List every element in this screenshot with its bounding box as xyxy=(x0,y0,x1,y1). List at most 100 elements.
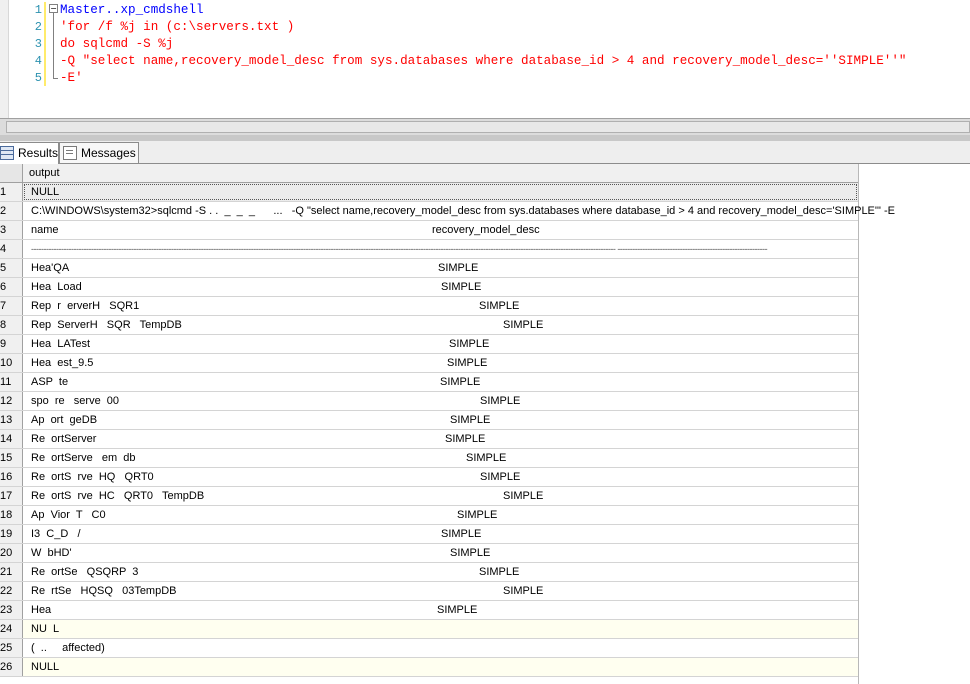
output-cell[interactable]: ( .. affected) xyxy=(23,639,858,657)
output-cell[interactable]: I3 C_D /SIMPLE xyxy=(23,525,858,543)
collapse-icon[interactable]: − xyxy=(49,4,58,13)
row-number[interactable]: 19 xyxy=(0,525,23,543)
row-number[interactable]: 10 xyxy=(0,354,23,372)
row-number[interactable]: 6 xyxy=(0,278,23,296)
code-line-2[interactable]: 'for /f %j in (c:\servers.txt ) xyxy=(60,20,295,34)
row-number[interactable]: 9 xyxy=(0,335,23,353)
output-cell[interactable]: NULL xyxy=(23,658,858,676)
row-number[interactable]: 20 xyxy=(0,544,23,562)
row-number[interactable]: 5 xyxy=(0,259,23,277)
row-number[interactable]: 4 xyxy=(0,240,23,258)
code-line-5[interactable]: -E' xyxy=(60,71,83,85)
tab-messages[interactable]: Messages xyxy=(59,142,139,163)
row-number[interactable]: 11 xyxy=(0,373,23,391)
table-row[interactable]: 4---------------------------------------… xyxy=(0,240,858,259)
tab-results-label: Results xyxy=(18,146,59,160)
code-line-3[interactable]: do sqlcmd -S %j xyxy=(60,37,174,51)
column-header-output[interactable]: output xyxy=(29,167,60,179)
query-editor[interactable]: 1 2 3 4 5 − Master..xp_cmdshell 'for /f … xyxy=(0,0,970,118)
row-number[interactable]: 3 xyxy=(0,221,23,239)
row-number[interactable]: 1 xyxy=(0,183,23,201)
output-cell[interactable]: ----------------------------------------… xyxy=(23,240,858,258)
grid-corner[interactable] xyxy=(0,164,23,182)
row-number[interactable]: 13 xyxy=(0,411,23,429)
row-number[interactable]: 15 xyxy=(0,449,23,467)
code-line-4[interactable]: -Q "select name,recovery_model_desc from… xyxy=(60,54,907,68)
row-number[interactable]: 18 xyxy=(0,506,23,524)
row-number[interactable]: 24 xyxy=(0,620,23,638)
cell-text: Hea Load xyxy=(31,281,82,293)
code-line-1[interactable]: Master..xp_cmdshell xyxy=(60,3,204,17)
row-number[interactable]: 14 xyxy=(0,430,23,448)
cell-recovery-model: SIMPLE xyxy=(503,319,544,331)
row-number[interactable]: 12 xyxy=(0,392,23,410)
grid-icon xyxy=(0,145,14,160)
table-row[interactable]: 25( .. affected) xyxy=(0,639,858,658)
cell-text: ASP te xyxy=(31,376,69,388)
output-cell[interactable]: C:\WINDOWS\system32>sqlcmd -S . . _ _ _ … xyxy=(23,202,895,220)
tab-results[interactable]: Results xyxy=(0,142,59,164)
output-cell[interactable]: NU L xyxy=(23,620,858,638)
row-number[interactable]: 7 xyxy=(0,297,23,315)
cell-text: spo re serve 00 xyxy=(31,395,120,407)
row-number[interactable]: 17 xyxy=(0,487,23,505)
cell-recovery-model: SIMPLE xyxy=(441,528,482,540)
row-number[interactable]: 26 xyxy=(0,658,23,676)
editor-horizontal-scrollbar[interactable] xyxy=(0,118,970,135)
cell-recovery-model: SIMPLE xyxy=(450,547,491,559)
row-number[interactable]: 21 xyxy=(0,563,23,581)
scrollbar-thumb[interactable] xyxy=(6,121,970,133)
row-number[interactable]: 25 xyxy=(0,639,23,657)
row-number[interactable]: 2 xyxy=(0,202,23,220)
output-cell[interactable]: W bHD'SIMPLE xyxy=(23,544,858,562)
row-number[interactable]: 22 xyxy=(0,582,23,600)
row-number[interactable]: 23 xyxy=(0,601,23,619)
output-cell[interactable]: NULL xyxy=(23,183,858,201)
row-number[interactable]: 16 xyxy=(0,468,23,486)
row-number[interactable]: 8 xyxy=(0,316,23,334)
